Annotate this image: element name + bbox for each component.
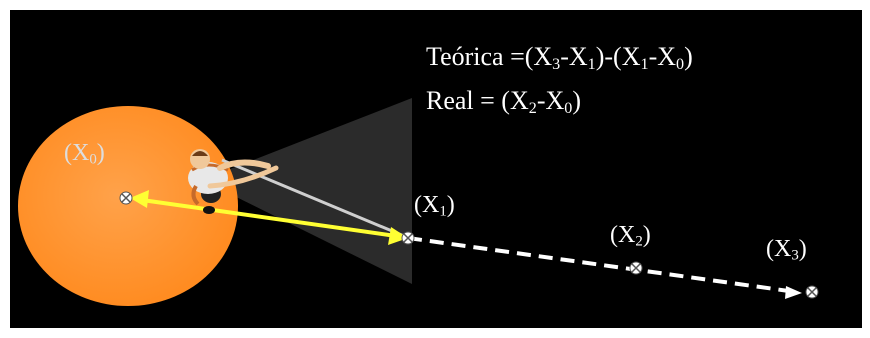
view-cone: [202, 98, 412, 284]
real-displacement-arrow: [141, 198, 397, 238]
real-arrowhead-left: [130, 190, 149, 208]
real-arrowhead-right: [388, 227, 408, 245]
throw-line: [221, 158, 405, 238]
point-marker-x0: [119, 191, 133, 205]
point-marker-x2: [629, 261, 643, 275]
diagram-stage: Teórica =(X3-X1)-(X1-X0) Real = (X2-X0) …: [10, 10, 862, 328]
archer-figure: [188, 149, 279, 214]
point-label-x3: (X3): [766, 236, 807, 264]
point-marker-x1: [401, 231, 415, 245]
point-label-x0: (X0): [64, 140, 105, 168]
real-formula: Real = (X2-X0): [426, 86, 581, 118]
point-label-x2: (X2): [610, 222, 651, 250]
projected-path-arrowhead: [785, 286, 802, 299]
start-circle: [18, 106, 238, 306]
theoretical-formula: Teórica =(X3-X1)-(X1-X0): [426, 42, 693, 74]
point-marker-x3: [805, 285, 819, 299]
point-label-x1: (X1): [414, 192, 455, 220]
projected-path: [407, 236, 797, 294]
diagram-graphics: [18, 98, 819, 306]
